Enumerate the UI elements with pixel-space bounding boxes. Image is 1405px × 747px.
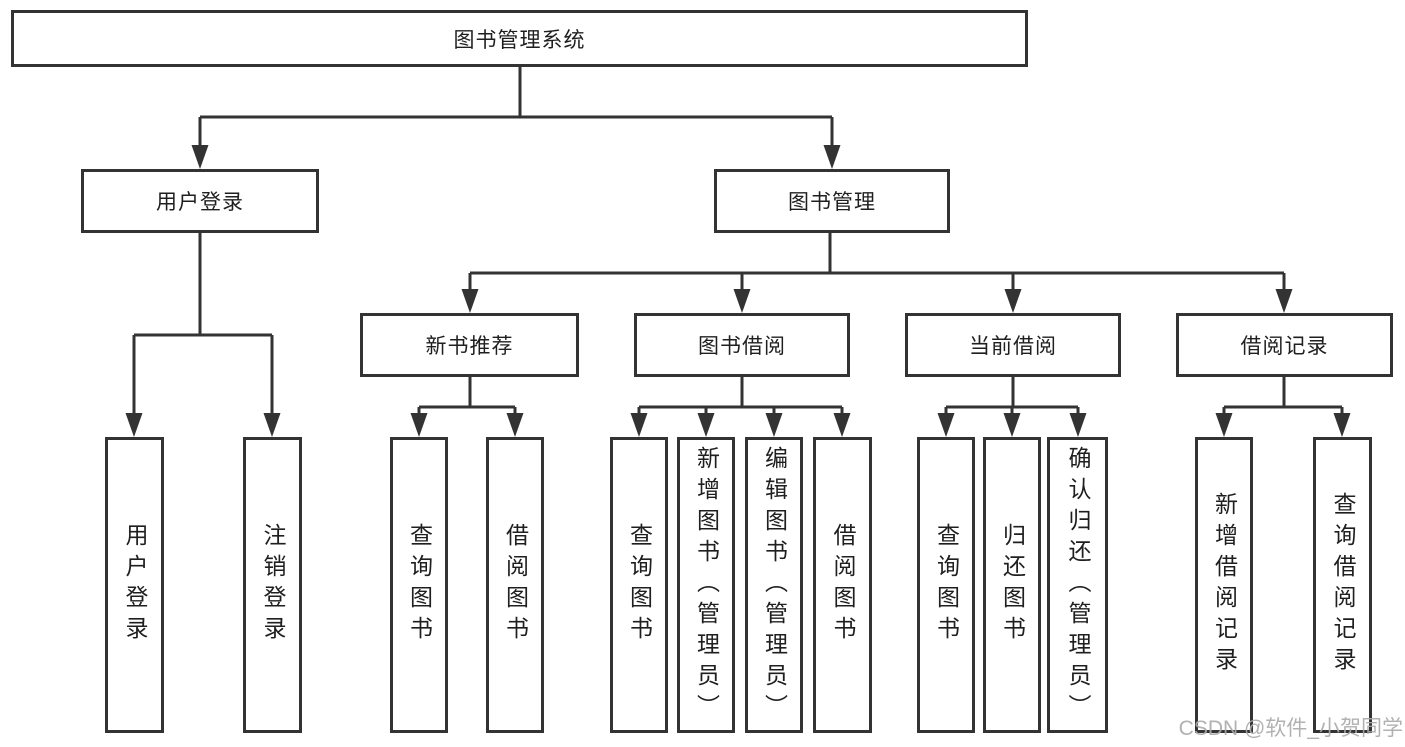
node-leaf-query-books: 查询图书: [390, 437, 448, 733]
node-leaf-user-login: 用户登录: [105, 437, 164, 733]
node-user-login: 用户登录: [81, 169, 319, 233]
node-label: 注销登录: [260, 523, 286, 647]
node-label: 新增图书（管理员）: [693, 445, 720, 725]
node-leaf-query-borrow-record: 查询借阅记录: [1313, 437, 1372, 733]
node-label: 借阅图书: [830, 523, 856, 647]
node-label: 用户登录: [156, 191, 244, 214]
node-label: 图书借阅: [698, 335, 786, 358]
node-leaf-confirm-return-admin: 确认归还（管理员）: [1047, 437, 1108, 733]
node-label: 查询图书: [406, 523, 433, 647]
node-label: 查询图书: [933, 523, 960, 647]
node-book-management: 图书管理: [714, 169, 950, 233]
node-leaf-borrow-books: 借阅图书: [486, 437, 544, 733]
node-label: 查询图书: [626, 523, 653, 647]
node-label: 新增借阅记录: [1211, 492, 1238, 678]
node-current-borrowing: 当前借阅: [905, 313, 1121, 377]
node-leaf-borrow-books: 借阅图书: [813, 437, 872, 733]
node-label: 用户登录: [122, 523, 148, 647]
node-label: 编辑图书（管理员）: [761, 445, 788, 725]
node-label: 当前借阅: [969, 335, 1057, 358]
csdn-watermark: CSDN @软件_小贺同学: [1178, 717, 1403, 740]
node-label: 归还图书: [999, 523, 1026, 647]
node-label: 确认归还（管理员）: [1065, 445, 1091, 725]
node-leaf-logout: 注销登录: [243, 437, 302, 733]
node-label: 借阅图书: [502, 523, 529, 647]
node-new-book-recommendation: 新书推荐: [360, 313, 579, 377]
node-label: 新书推荐: [425, 335, 514, 358]
node-label: 查询借阅记录: [1330, 492, 1356, 678]
node-leaf-add-borrow-record: 新增借阅记录: [1195, 437, 1253, 733]
node-leaf-query-books: 查询图书: [610, 437, 668, 733]
node-library-management-system: 图书管理系统: [11, 10, 1028, 67]
node-leaf-query-books: 查询图书: [917, 437, 975, 733]
node-book-borrowing: 图书借阅: [634, 313, 850, 377]
node-label: 借阅记录: [1240, 335, 1329, 358]
node-leaf-edit-books-admin: 编辑图书（管理员）: [745, 437, 803, 733]
arrowhead-icons: [125, 145, 1351, 437]
node-borrowing-records: 借阅记录: [1176, 313, 1393, 377]
node-leaf-add-books-admin: 新增图书（管理员）: [677, 437, 735, 733]
node-label: 图书管理系统: [453, 28, 586, 52]
node-label: 图书管理: [788, 191, 876, 214]
node-leaf-return-books: 归还图书: [983, 437, 1041, 733]
